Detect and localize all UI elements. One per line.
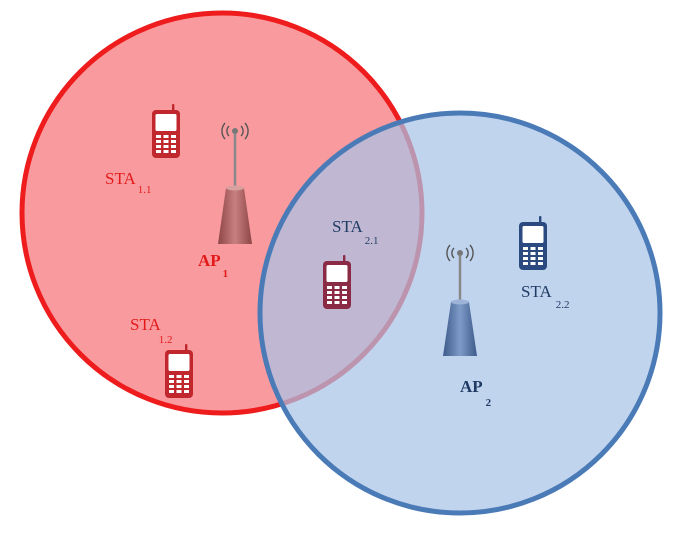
- ap2-label: AP2: [460, 377, 492, 409]
- access-point-antenna-icon: [218, 122, 252, 244]
- mobile-phone-icon: [152, 104, 180, 158]
- mobile-phone-icon: [323, 255, 351, 309]
- mobile-phone-icon: [165, 344, 193, 398]
- sta-2-1-label: STA2.1: [332, 217, 379, 247]
- ap1-label: AP1: [198, 251, 228, 280]
- access-point-antenna-icon: [443, 244, 477, 356]
- sta-2-2-label: STA2.2: [521, 282, 570, 311]
- mobile-phone-icon: [519, 216, 547, 270]
- sta-1-1-label: STA1.1: [105, 169, 152, 196]
